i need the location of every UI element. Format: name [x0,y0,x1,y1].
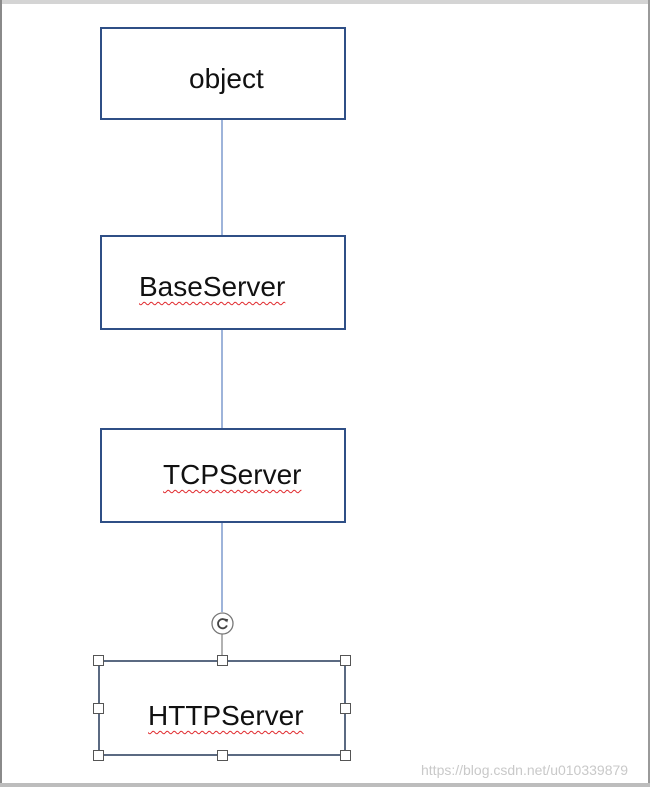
node-baseserver-label: BaseServer [139,271,286,302]
window-right-edge [648,0,650,787]
node-object[interactable]: object [100,27,346,120]
rotate-icon[interactable] [211,612,234,635]
node-tcpserver-label: TCPServer [163,459,302,490]
node-httpserver-label: HTTPServer [148,700,304,731]
window-bottom-edge [0,783,650,787]
resize-handle-middle-left[interactable] [93,703,104,714]
node-tcpserver[interactable]: TCPServer [100,428,346,523]
node-httpserver[interactable]: HTTPServer [98,660,346,756]
resize-handle-bottom-left[interactable] [93,750,104,761]
node-baseserver[interactable]: BaseServer [100,235,346,330]
node-object-label: object [189,63,264,94]
resize-handle-bottom-right[interactable] [340,750,351,761]
resize-handle-bottom-center[interactable] [217,750,228,761]
window-top-edge [0,0,650,4]
resize-handle-top-center[interactable] [217,655,228,666]
window-left-edge [0,0,2,787]
resize-handle-top-right[interactable] [340,655,351,666]
resize-handle-middle-right[interactable] [340,703,351,714]
watermark: https://blog.csdn.net/u010339879 [421,762,629,778]
resize-handle-top-left[interactable] [93,655,104,666]
